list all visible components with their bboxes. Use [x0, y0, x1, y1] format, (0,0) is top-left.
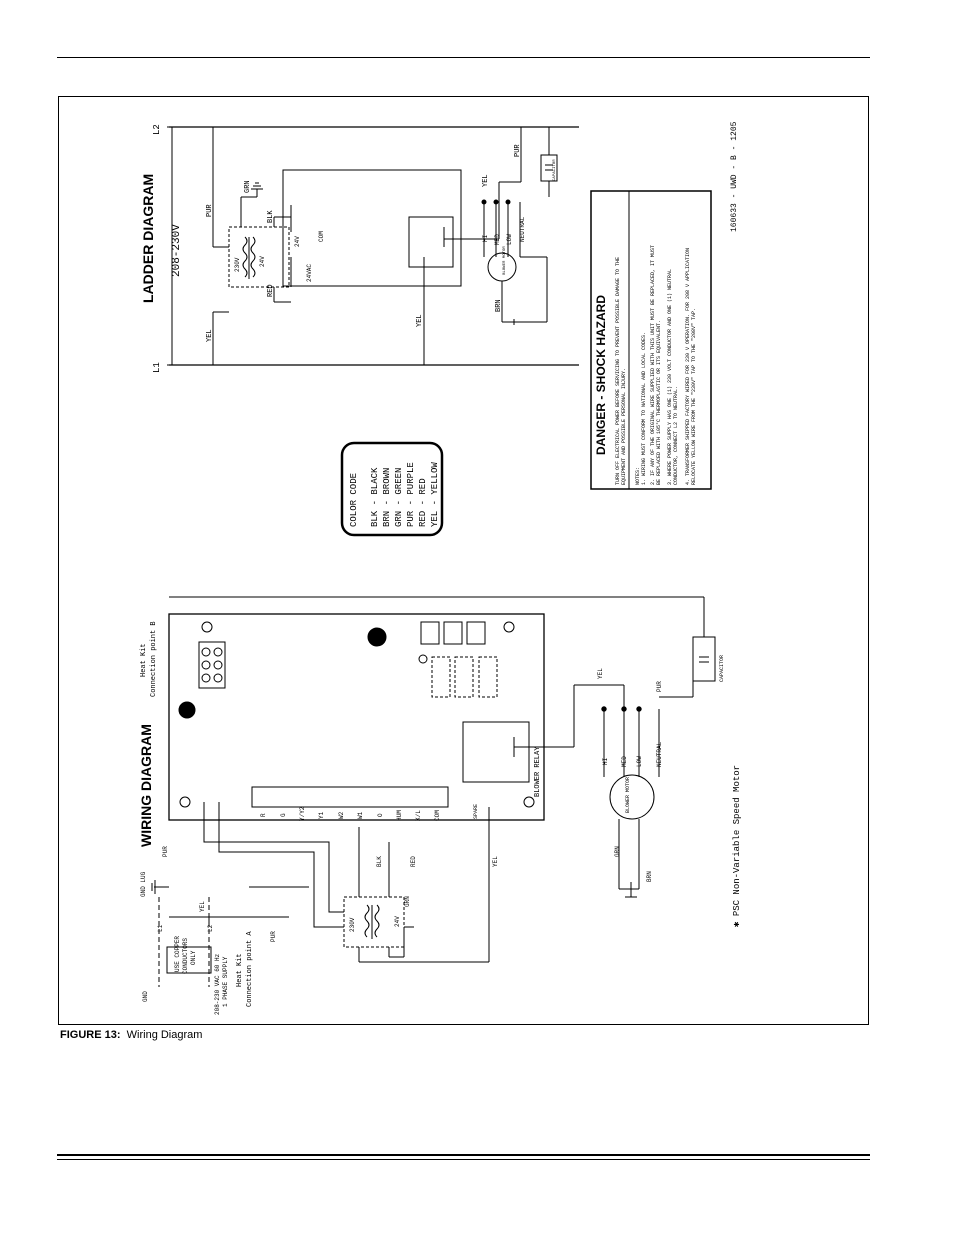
- ladder-wire-red: RED: [267, 284, 275, 297]
- copper-label-2: CONDUCTORS: [182, 938, 189, 974]
- wiring-capacitor: CAPACITOR: [719, 655, 725, 682]
- ladder-wire-yel: YEL: [206, 329, 214, 342]
- color-code-entry-1: BRN - BROWN: [382, 468, 392, 527]
- spare-label: SPARE: [473, 804, 479, 819]
- bottom-rule: [57, 1154, 870, 1156]
- heat-kit-b: Heat Kit: [140, 643, 148, 677]
- diagram-frame: LADDER DIAGRAM 208-230V L2 L1 PUR YEL GR…: [58, 96, 869, 1025]
- psc-note: ✱ PSC Non-Variable Speed Motor: [732, 765, 742, 927]
- terminal-w1: W1: [357, 811, 364, 819]
- danger-note-5: 4. TRANSFORMER SHIPPED FACTORY WIRED FOR…: [685, 248, 691, 485]
- ladder-board-24vac: 24VAC: [306, 264, 313, 282]
- wiring-wire-pur-2: PUR: [162, 846, 169, 857]
- ladder-motor-label: BLOWER MOTOR: [503, 246, 507, 275]
- terminal-w2: W2: [338, 811, 345, 819]
- wiring-hi: HI: [602, 758, 609, 765]
- copper-label: USE COPPER: [174, 936, 181, 972]
- figure-caption-text: Wiring Diagram: [126, 1029, 203, 1041]
- ladder-wire-yel-2: YEL: [416, 314, 424, 327]
- danger-note-0: 1. WIRING MUST CONFORM TO NATIONAL AND L…: [641, 332, 647, 485]
- ladder-xfmr-primary: 230V: [234, 257, 241, 272]
- wiring-xfmr-230: 230V: [349, 917, 356, 932]
- ladder-wire-yel-3: YEL: [482, 174, 490, 187]
- bottom-rule-thin: [57, 1159, 870, 1160]
- wiring-wire-yel-3: YEL: [199, 901, 206, 912]
- ladder-motor-hi: HI: [482, 235, 489, 242]
- ladder-title: LADDER DIAGRAM: [140, 174, 156, 303]
- part-number: 160633 - UWD - B - 1205: [730, 121, 739, 232]
- wiring-title: WIRING DIAGRAM: [138, 724, 154, 847]
- wiring-xfmr-24: 24V: [394, 916, 401, 927]
- danger-title: DANGER - SHOCK HAZARD: [594, 295, 608, 455]
- ladder-board-24v: 24V: [294, 236, 301, 247]
- color-code-entry-5: YEL - YELLOW: [430, 462, 440, 527]
- wiring-diagram-drawing: LADDER DIAGRAM 208-230V L2 L1 PUR YEL GR…: [138, 121, 742, 1015]
- terminal-y-y2: Y/Y2: [299, 806, 306, 821]
- terminal-g: G: [280, 813, 287, 817]
- ladder-wire-blk: BLK: [267, 210, 275, 223]
- ladder-xfmr-secondary: 24V: [259, 256, 266, 267]
- wiring-low: LOW: [636, 756, 643, 767]
- ladder-voltage: 208-230V: [171, 224, 183, 277]
- ladder-wire-grn: GRN: [244, 180, 252, 193]
- terminal-x-l: X/L: [415, 810, 422, 821]
- wiring-wire-brn: BRN: [646, 871, 653, 882]
- wiring-neutral: NEUTRAL: [656, 741, 663, 767]
- color-code-entry-0: BLK - BLACK: [370, 467, 380, 527]
- heat-kit-a-point: Connection point A: [246, 931, 254, 1007]
- figure-caption: FIGURE 13: Wiring Diagram: [60, 1029, 202, 1041]
- wiring-l1: L1: [157, 924, 164, 932]
- ladder-l1: L1: [152, 362, 162, 373]
- color-code-entry-4: RED - RED: [418, 478, 428, 527]
- wiring-wire-yel: YEL: [597, 668, 604, 679]
- top-rule: [57, 57, 870, 58]
- heat-kit-a: Heat Kit: [236, 953, 244, 987]
- wiring-motor-label: BLOWER MOTOR: [625, 777, 631, 813]
- figure-caption-label: FIGURE 13:: [60, 1029, 121, 1041]
- danger-notes-title: NOTES:: [635, 467, 641, 485]
- color-code-entry-2: GRN - GREEN: [394, 468, 404, 527]
- danger-note-3: 3. WHERE POWER SUPPLY HAS ONE (1) 230 VO…: [667, 269, 673, 485]
- ladder-board-com: COM: [318, 231, 325, 242]
- terminal-y1: Y1: [318, 811, 325, 819]
- wiring-l2: L2: [207, 924, 214, 932]
- wiring-wire-red: RED: [410, 856, 417, 867]
- wiring-wire-yel-2: YEL: [492, 856, 499, 867]
- ladder-wire-pur-2: PUR: [514, 144, 522, 157]
- ladder-wire-pur: PUR: [206, 204, 214, 217]
- gnd-lug: GND LUG: [140, 871, 147, 897]
- wiring-wire-grn: GRN: [614, 846, 621, 857]
- ladder-wire-brn: BRN: [495, 299, 503, 312]
- danger-note-4: CONDUCTOR, CONNECT L2 TO NEUTRAL.: [673, 386, 679, 485]
- wiring-wire-pur-3: PUR: [270, 931, 277, 942]
- supply-label: 208-230 VAC 60 Hz: [214, 953, 221, 1015]
- danger-line1: TURN OFF ELECTRICAL POWER BEFORE SERVICI…: [615, 257, 621, 485]
- color-code-title: COLOR CODE: [349, 473, 359, 527]
- danger-line2: EQUIPMENT AND POSSIBLE PERSONAL INJURY.: [621, 368, 627, 485]
- danger-note-6: RELOCATE YELLOW WIRE FROM THE "230V" TAP…: [691, 308, 697, 485]
- wiring-wire-blk: BLK: [376, 856, 383, 867]
- terminal-hum: HUM: [396, 810, 403, 821]
- ladder-capacitor: CAPACITOR: [553, 159, 557, 181]
- terminal-r: R: [260, 813, 267, 817]
- ladder-l2: L2: [152, 124, 162, 135]
- supply-label-2: 1 PHASE SUPPLY: [222, 956, 229, 1007]
- wiring-med: MED: [621, 756, 628, 767]
- color-code-entry-3: PUR - PURPLE: [406, 462, 416, 527]
- terminal-o: O: [377, 813, 384, 817]
- wiring-wire-pur: PUR: [656, 681, 663, 692]
- heat-kit-b-point: Connection point B: [150, 621, 158, 697]
- ladder-motor-neutral: NEUTRAL: [519, 216, 526, 242]
- danger-note-2: BE REPLACED WITH 105°C THERMOPLASTIC OR …: [656, 320, 662, 485]
- ladder-motor-med: MED: [494, 234, 501, 245]
- copper-label-3: ONLY: [190, 950, 197, 965]
- blower-relay-label: BLOWER RELAY: [534, 746, 542, 797]
- wiring-wire-grn-2: GRN: [404, 896, 411, 907]
- gnd-label: GND: [142, 991, 149, 1002]
- danger-note-1: 2. IF ANY OF THE ORIGINAL WIRE SUPPLIED …: [650, 245, 656, 485]
- ladder-motor-low: LOW: [506, 234, 513, 245]
- terminal-com: COM: [434, 810, 441, 821]
